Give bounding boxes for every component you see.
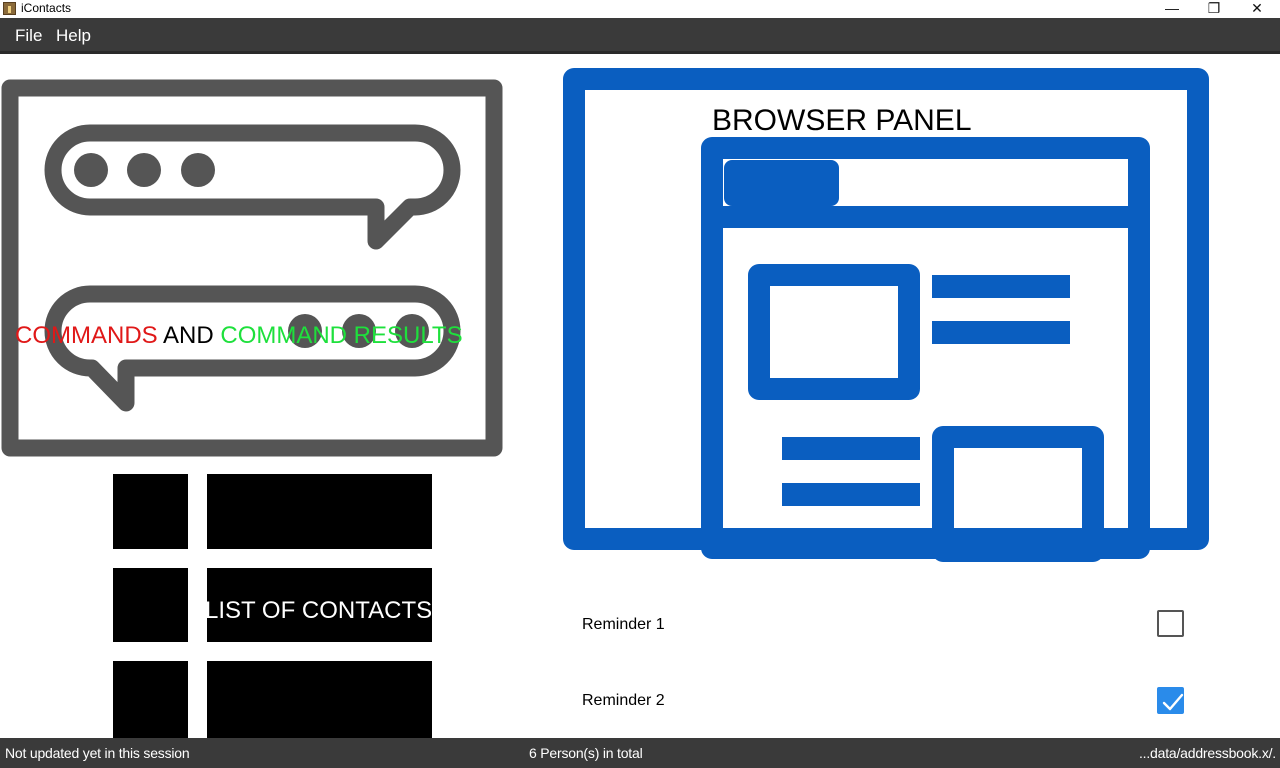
reminder-1-label: Reminder 1 (582, 616, 665, 633)
reminder-2-label: Reminder 2 (582, 692, 665, 709)
status-bar: Not updated yet in this session 6 Person… (0, 738, 1280, 768)
menu-bar: File Help (0, 18, 1280, 54)
title-bar: iContacts — ❐ ✕ (0, 0, 1280, 18)
person-count: 6 Person(s) in total (529, 745, 643, 761)
app-icon (3, 2, 16, 15)
browser-panel-label: BROWSER PANEL (712, 104, 972, 137)
browser-panel (560, 66, 1212, 566)
label-command-results: COMMAND RESULTS (220, 322, 463, 349)
contacts-panel-label: LIST OF CONTACTS (205, 597, 433, 624)
restore-button[interactable]: ❐ (1207, 0, 1221, 16)
minimize-button[interactable]: — (1165, 0, 1179, 16)
command-panel-label: COMMANDS AND COMMAND RESULTS (15, 322, 463, 350)
close-button[interactable]: ✕ (1251, 0, 1263, 16)
list-item-bar (207, 474, 432, 549)
list-item-thumb (113, 568, 188, 642)
menu-help[interactable]: Help (56, 26, 91, 45)
reminder-2-checkbox[interactable] (1157, 687, 1184, 714)
label-commands: COMMANDS (15, 322, 158, 349)
list-item-thumb (113, 661, 188, 738)
checkmark-icon (1162, 693, 1184, 711)
reminder-1-checkbox[interactable] (1157, 610, 1184, 637)
sync-status: Not updated yet in this session (5, 745, 190, 761)
label-and: AND (157, 322, 221, 349)
list-item-bar (207, 568, 432, 642)
chat-bubbles-icon (1, 79, 503, 457)
contacts-list-icon (113, 474, 432, 738)
save-location: ...data/addressbook.x/. (1138, 745, 1276, 761)
browser-window-icon (563, 68, 1209, 562)
list-item-bar (207, 661, 432, 738)
list-item-thumb (113, 474, 188, 549)
window-title: iContacts (21, 1, 72, 15)
command-panel: COMMANDS AND COMMAND RESULTS (0, 78, 505, 458)
menu-file[interactable]: File (15, 26, 43, 45)
